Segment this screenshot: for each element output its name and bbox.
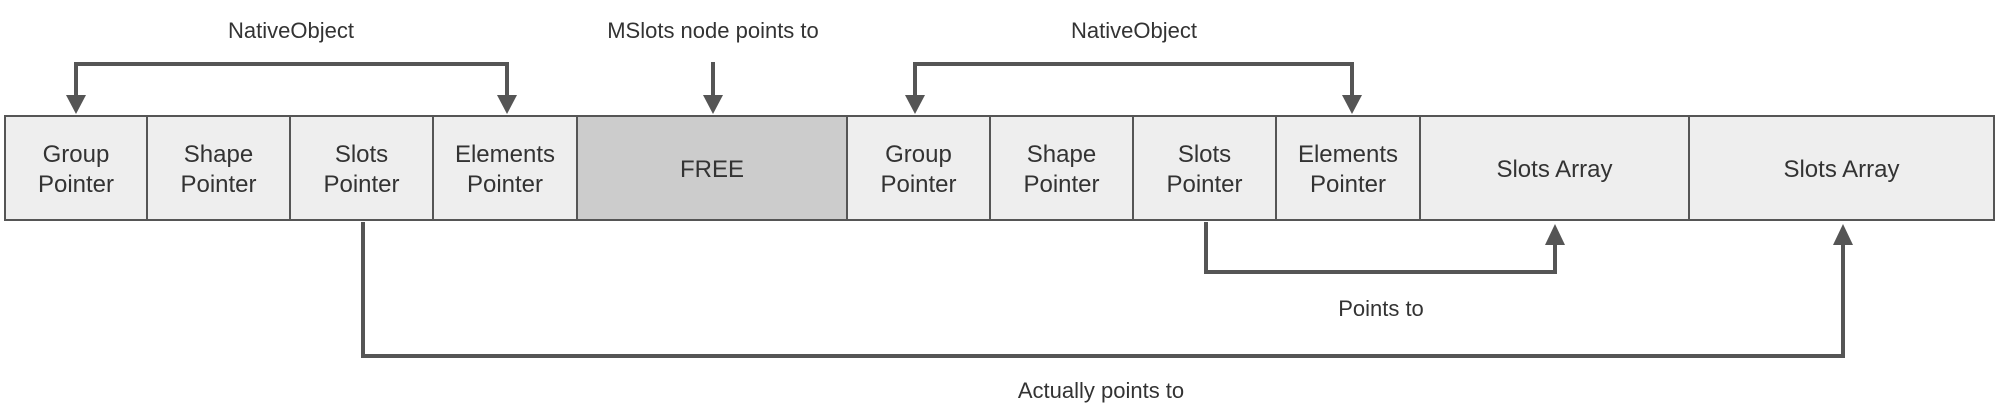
- points-to-arrowhead: [1545, 224, 1565, 245]
- native-object-right-bracket: [913, 62, 1354, 95]
- group-pointer-cell-0-label-line1: Group: [43, 141, 110, 168]
- group-pointer-cell-0-label-line2: Pointer: [38, 171, 114, 198]
- slots-array-cell-10-label: Slots Array: [1783, 156, 1899, 183]
- slots-pointer-cell-2: [289, 115, 434, 221]
- group-pointer-cell-5-label-line1: Group: [885, 141, 952, 168]
- native-object-left-arrowhead-2: [497, 95, 517, 114]
- slots-pointer-cell-7-label-line1: Slots: [1178, 141, 1231, 168]
- actually-points-to-connector: [361, 222, 1845, 358]
- connectors: [66, 62, 1853, 358]
- elements-pointer-cell-3-label-line2: Pointer: [467, 171, 543, 198]
- elements-pointer-cell-8: [1275, 115, 1421, 221]
- actually-points-to-label: Actually points to: [1018, 378, 1184, 403]
- shape-pointer-cell-1-label-line2: Pointer: [180, 171, 256, 198]
- points-to-label: Points to: [1338, 296, 1424, 321]
- slots-array-cell-9-label: Slots Array: [1496, 156, 1612, 183]
- group-pointer-cell-5-label-line2: Pointer: [880, 171, 956, 198]
- native-object-left-bracket: [74, 62, 509, 95]
- slots-pointer-cell-7: [1132, 115, 1277, 221]
- shape-pointer-cell-1-label-line1: Shape: [184, 141, 253, 168]
- points-to-connector: [1204, 222, 1557, 274]
- native-object-left-label: NativeObject: [228, 18, 354, 43]
- native-object-right-arrowhead-1: [905, 95, 925, 114]
- group-pointer-cell-5: [846, 115, 991, 221]
- slots-array-cell-9: [1419, 115, 1690, 221]
- mslots-node-label: MSlots node points to: [607, 18, 819, 43]
- free-cell: [576, 115, 848, 221]
- shape-pointer-cell-6-label-line2: Pointer: [1023, 171, 1099, 198]
- elements-pointer-cell-3-label-line1: Elements: [455, 141, 555, 168]
- shape-pointer-cell-1: [146, 115, 291, 221]
- actually-points-to-arrowhead: [1833, 224, 1853, 245]
- elements-pointer-cell-8-label-line1: Elements: [1298, 141, 1398, 168]
- slots-pointer-cell-2-label-line2: Pointer: [323, 171, 399, 198]
- elements-pointer-cell-3: [432, 115, 578, 221]
- native-object-left-arrowhead-1: [66, 95, 86, 114]
- slots-array-cell-10: [1688, 115, 1995, 221]
- free-cell-label: FREE: [680, 156, 744, 183]
- elements-pointer-cell-8-label-line2: Pointer: [1310, 171, 1386, 198]
- shape-pointer-cell-6-label-line1: Shape: [1027, 141, 1096, 168]
- group-pointer-cell-0: [4, 115, 148, 221]
- slots-pointer-cell-2-label-line1: Slots: [335, 141, 388, 168]
- slots-pointer-cell-7-label-line2: Pointer: [1166, 171, 1242, 198]
- native-object-right-label: NativeObject: [1071, 18, 1197, 43]
- native-object-right-arrowhead-2: [1342, 95, 1362, 114]
- mslots-node-arrowhead: [703, 95, 723, 114]
- shape-pointer-cell-6: [989, 115, 1134, 221]
